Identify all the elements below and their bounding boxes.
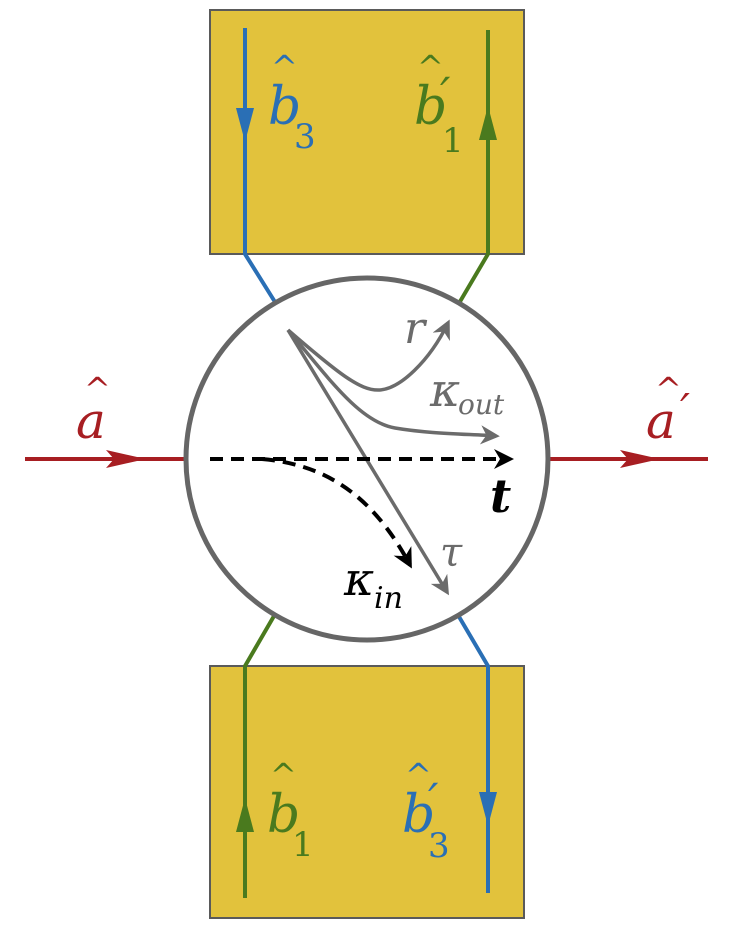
label-b3-top: b ^ 3: [268, 48, 316, 157]
b3prime-prime: ′: [428, 773, 439, 827]
b3prime-symbol: b: [402, 785, 435, 845]
b3-arrowhead: [236, 108, 254, 142]
r-arrow: [286, 319, 450, 392]
a-out-prime: ′: [680, 385, 690, 436]
kappa-in-symbol: κ: [343, 552, 374, 606]
b3prime-hat: ^: [405, 756, 432, 794]
b1prime-subscript: 1: [442, 121, 464, 161]
label-r: r: [404, 303, 428, 354]
b1prime-prime: ′: [440, 67, 451, 121]
a-in-symbol: a: [76, 392, 106, 450]
a-output-arrowhead: [620, 450, 660, 468]
label-a-in: a ^: [76, 370, 111, 450]
b1-arrowhead: [236, 798, 254, 832]
a-out-hat: ^: [655, 370, 682, 408]
label-t: t: [490, 469, 511, 523]
b3-hat: ^: [271, 48, 298, 86]
kappa-in-subscript: in: [374, 581, 403, 616]
b1prime-arrowhead: [479, 106, 497, 140]
b1prime-output-line: [456, 30, 490, 307]
label-kappa-out: κ out: [429, 363, 505, 421]
kappa-out-symbol: κ: [429, 363, 460, 417]
b1prime-hat: ^: [417, 48, 444, 86]
label-b1-bottom: b ^ 1: [267, 756, 314, 865]
label-tau: τ: [440, 530, 463, 576]
a-out-symbol: a: [646, 392, 676, 450]
b3-symbol: b: [268, 77, 301, 137]
kappa-out-arrow: [286, 328, 500, 445]
b1-subscript: 1: [292, 825, 314, 865]
label-b1prime-top: b ^ ′ 1: [414, 48, 464, 161]
b1-symbol: b: [267, 785, 300, 845]
b3prime-subscript: 3: [428, 826, 450, 866]
b3-subscript: 3: [294, 117, 316, 157]
b1prime-symbol: b: [414, 77, 447, 137]
kappa-out-subscript: out: [458, 388, 505, 421]
bottom-bath-box: [209, 665, 525, 919]
b3-input-line: [243, 28, 277, 304]
kappa-in-arrow: [261, 457, 412, 569]
label-kappa-in: κ in: [343, 552, 403, 616]
a-in-hat: ^: [84, 370, 111, 408]
a-input-arrowhead: [106, 450, 146, 468]
top-bath-box: [209, 9, 525, 255]
b1-hat: ^: [270, 756, 297, 794]
label-a-out: a ^ ′: [646, 370, 690, 450]
label-b3prime-bottom: b ^ ′ 3: [402, 756, 450, 866]
b3prime-arrowhead: [479, 792, 497, 826]
